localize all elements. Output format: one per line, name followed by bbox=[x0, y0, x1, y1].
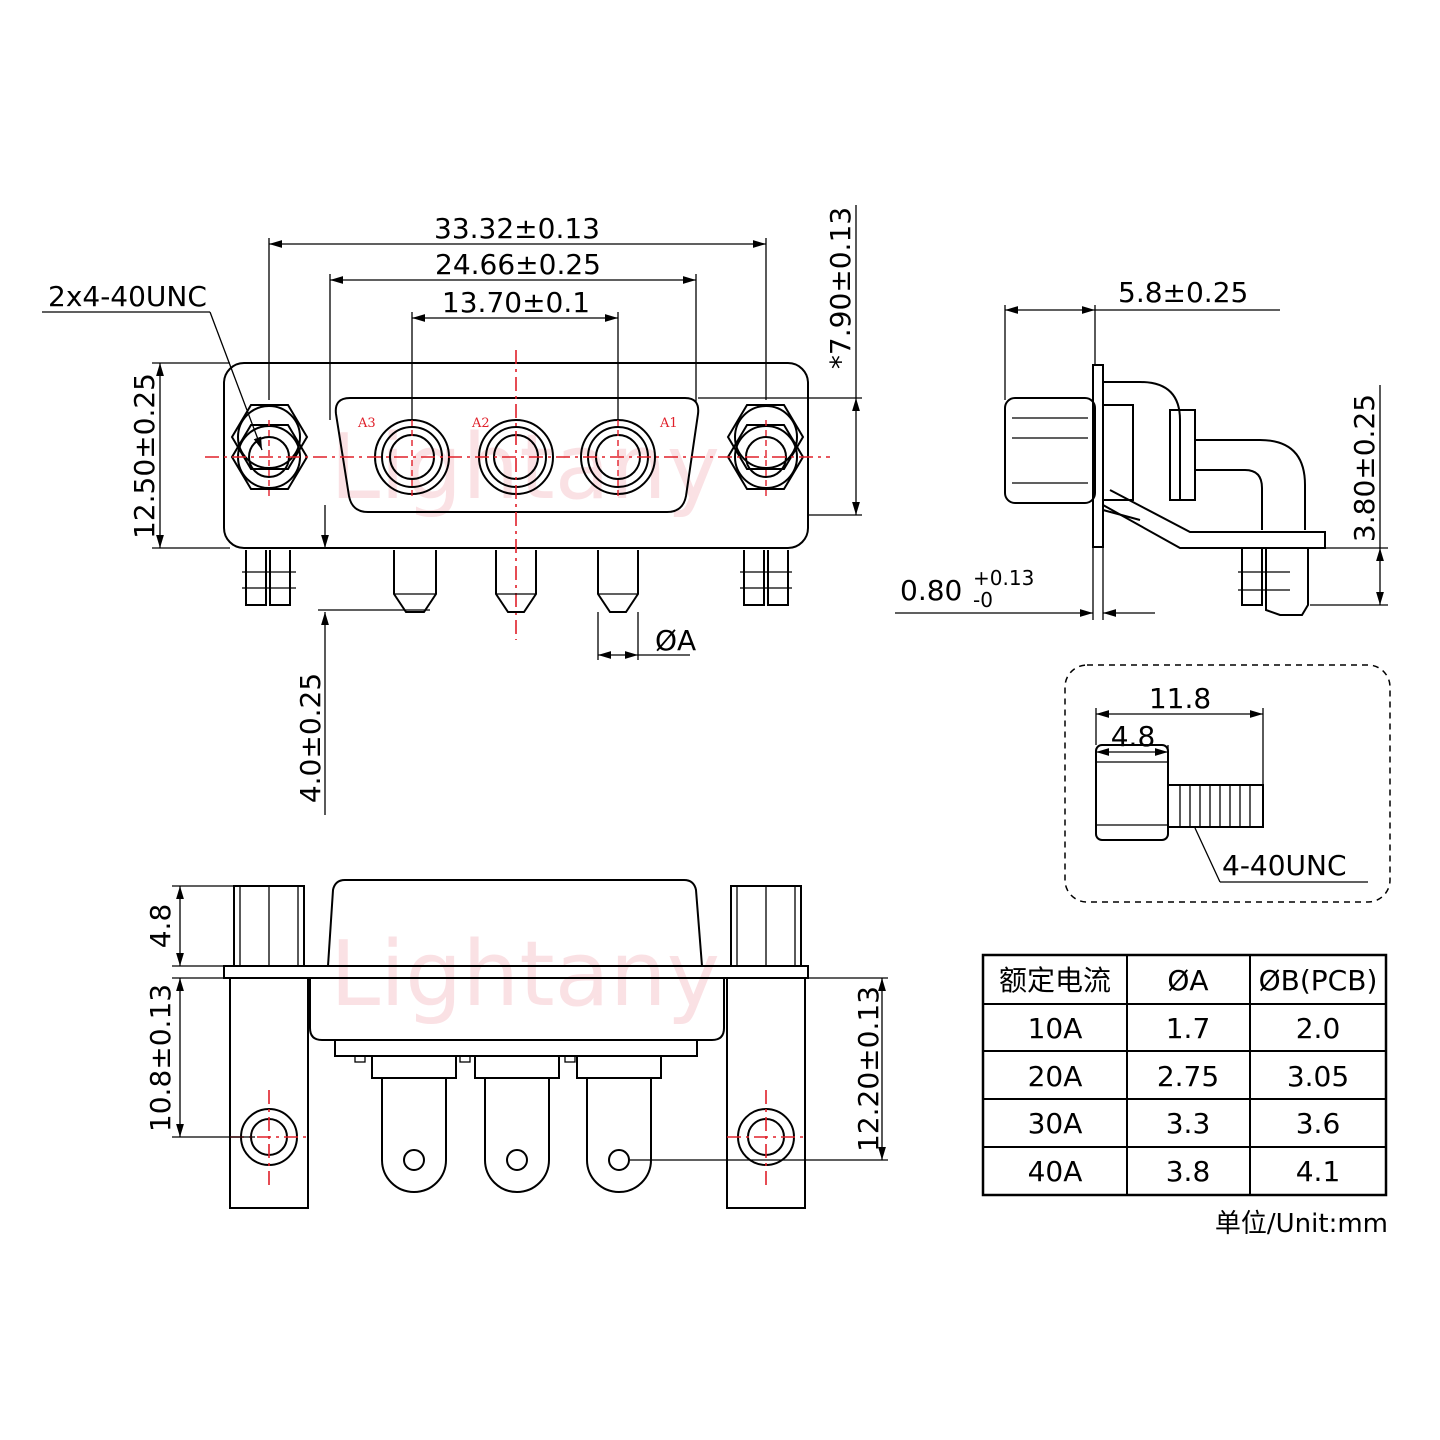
table-cell: 4.1 bbox=[1296, 1155, 1341, 1188]
dim-3-80: 3.80±0.25 bbox=[1348, 394, 1381, 542]
contact-tail-a2 bbox=[474, 1055, 560, 1193]
dim-12-50: 12.50±0.25 bbox=[128, 373, 161, 539]
dim-7-90: *7.90±0.13 bbox=[824, 207, 857, 369]
pcb-pin-a3 bbox=[393, 550, 437, 613]
side-pin-bend bbox=[1195, 439, 1306, 530]
side-board-lock bbox=[1238, 548, 1309, 616]
screw-detail: 11.8 4.8 4-40UNC bbox=[1064, 664, 1391, 903]
pcb-pin-a1 bbox=[597, 550, 639, 613]
table-header-phi-a: ØA bbox=[1167, 964, 1208, 997]
pin-label-a3: A3 bbox=[357, 416, 376, 431]
dim-5-8: 5.8±0.25 bbox=[1118, 276, 1248, 309]
dim-4-8-bottom: 4.8 bbox=[144, 904, 177, 949]
table-cell: 10A bbox=[1028, 1012, 1083, 1045]
detail-thread bbox=[1167, 784, 1264, 828]
side-view: 5.8±0.25 0.80 +0.13 -0 3.80±0.25 bbox=[895, 276, 1388, 620]
label-4-40unc: 4-40UNC bbox=[1222, 849, 1347, 882]
table-cell: 3.3 bbox=[1166, 1107, 1211, 1140]
pcb-pin-a2 bbox=[495, 550, 537, 613]
contact-tail-a3 bbox=[371, 1055, 457, 1193]
board-lock-left bbox=[242, 550, 296, 606]
side-insulator bbox=[1169, 409, 1196, 501]
dim-4-0: 4.0±0.25 bbox=[294, 673, 327, 803]
board-lock-right bbox=[740, 550, 792, 606]
dim-4-8-detail: 4.8 bbox=[1111, 720, 1156, 753]
table-cell: 30A bbox=[1028, 1107, 1083, 1140]
table-cell: 3.05 bbox=[1287, 1060, 1349, 1093]
dim-0-80-upper-tol: +0.13 bbox=[973, 566, 1034, 590]
bottom-d-shell bbox=[327, 879, 703, 967]
pin-label-a1: A1 bbox=[659, 416, 678, 431]
dim-12-20: 12.20±0.13 bbox=[852, 986, 885, 1152]
contact-tail-a1 bbox=[576, 1055, 662, 1193]
side-body bbox=[1102, 404, 1134, 501]
watermark-2: Lightany bbox=[330, 922, 720, 1027]
dim-24-66: 24.66±0.25 bbox=[435, 248, 601, 281]
pin-label-a2: A2 bbox=[471, 416, 490, 431]
label-phi-a: ØA bbox=[655, 624, 696, 657]
bottom-bracket-right bbox=[726, 977, 806, 1209]
table-header-phi-b: ØB(PCB) bbox=[1259, 964, 1378, 997]
detail-frame bbox=[1064, 664, 1391, 903]
unit-label: 单位/Unit:mm bbox=[1215, 1209, 1388, 1239]
dim-0-80-lower-tol: -0 bbox=[973, 588, 993, 612]
bottom-bracket-left bbox=[229, 977, 309, 1209]
hex-nut-right bbox=[726, 404, 805, 470]
table-cell: 2.75 bbox=[1157, 1060, 1219, 1093]
table-cell: 20A bbox=[1028, 1060, 1083, 1093]
side-bracket bbox=[1102, 489, 1326, 549]
table-cell: 3.8 bbox=[1166, 1155, 1211, 1188]
table-cell: 1.7 bbox=[1166, 1012, 1211, 1045]
spec-table: 额定电流 ØA ØB(PCB) 10A 1.7 2.0 20A 2.75 3.0… bbox=[981, 953, 1388, 1239]
dim-33-32: 33.32±0.13 bbox=[434, 212, 600, 245]
label-screw: 2x4-40UNC bbox=[48, 280, 207, 313]
dim-10-8: 10.8±0.13 bbox=[144, 984, 177, 1132]
bottom-flange bbox=[223, 965, 809, 979]
bottom-view: Lightany bbox=[144, 879, 888, 1209]
side-hex bbox=[1004, 397, 1096, 504]
front-view: Lightany bbox=[42, 205, 862, 815]
hex-nut-left bbox=[230, 404, 309, 470]
dim-0-80: 0.80 bbox=[900, 574, 962, 607]
bottom-insulator bbox=[334, 1039, 698, 1057]
front-d-shell bbox=[334, 397, 700, 513]
table-cell: 2.0 bbox=[1296, 1012, 1341, 1045]
table-header-current: 额定电流 bbox=[999, 964, 1111, 997]
dim-13-70: 13.70±0.1 bbox=[442, 286, 590, 319]
dim-11-8: 11.8 bbox=[1149, 682, 1211, 715]
table-cell: 3.6 bbox=[1296, 1107, 1341, 1140]
table-cell: 40A bbox=[1028, 1155, 1083, 1188]
detail-hex bbox=[1095, 744, 1169, 841]
